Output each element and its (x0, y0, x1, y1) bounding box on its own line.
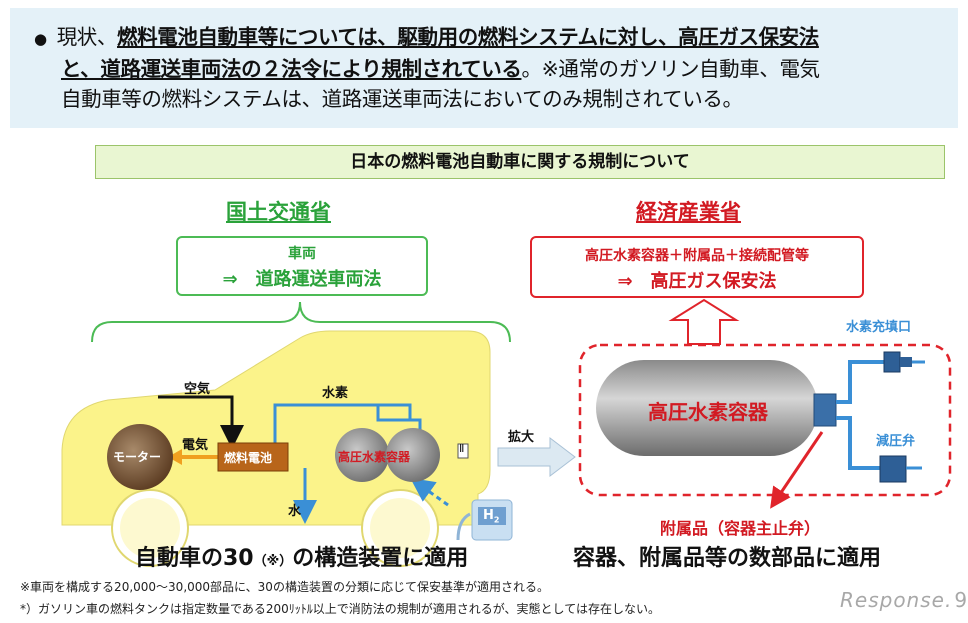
mlit-label: 国土交通省 (226, 200, 331, 224)
meti-label: 経済産業省 (636, 200, 741, 224)
pressure-valve-icon (879, 455, 907, 483)
water-label: 水 (288, 504, 302, 519)
road-vehicles-act-box: 車両 ⇒ 道路運送車両法 (176, 236, 428, 296)
hydrogen-tank-1 (335, 428, 389, 482)
hydrogen-label: 水素 (322, 386, 349, 401)
valve-label: 減圧弁 (876, 434, 916, 449)
motor-label: モーター (113, 450, 162, 464)
filling-port-label: 水素充填口 (846, 320, 912, 335)
hydrogen-pipe (273, 403, 422, 448)
refuel-arrow (410, 478, 449, 507)
response-logo: Response.9 (840, 588, 968, 612)
valve-pipe (836, 416, 880, 470)
high-pressure-gas-act-box: 高圧水素容器＋附属品＋接続配管等 ⇒ 高圧ガス保安法 (530, 236, 864, 298)
tank-label: 高圧水素容器 (338, 450, 411, 464)
right-caption: 容器、附属品等の数部品に適用 (573, 546, 882, 571)
accessory-label: 附属品（容器主止弁） (660, 519, 821, 538)
h2-label: H2 (483, 508, 500, 525)
vessel-valve (813, 393, 837, 427)
summary-line-2: と、道路運送車両法の２法令により規制されている。※通常のガソリン自動車、電気 (61, 57, 820, 81)
page-number: 9 (954, 588, 968, 612)
diagram-title: 日本の燃料電池自動車に関する規制について (95, 145, 945, 179)
bullet-icon: ● (34, 30, 47, 48)
fuel-cell-label: 燃料電池 (224, 451, 273, 465)
zoom-arrow (497, 436, 576, 478)
electricity-label: 電気 (182, 438, 209, 453)
air-arrow (158, 395, 244, 449)
footnote-1: ※車両を構成する20,000〜30,000部品に、30の構造装置の分類に応じて保… (20, 580, 549, 594)
accessory-arrow (770, 431, 824, 509)
fuel-cell (217, 442, 289, 472)
motor (107, 424, 173, 490)
summary-line-3: 自動車等の燃料システムは、道路運送車両法においてのみ規制されている。 (61, 87, 743, 111)
footnote-2: *）ガソリン車の燃料タンクは指定数量である200ﾘｯﾄﾙ以上で消防法の規制が適用… (20, 602, 660, 616)
air-label: 空気 (184, 382, 211, 397)
green-brace (91, 301, 511, 343)
left-caption: 自動車の30（※）の構造装置に適用 (135, 546, 469, 571)
up-arrow (668, 298, 740, 345)
filling-pipe (836, 360, 885, 404)
hydrogen-tank-2 (386, 428, 440, 482)
summary-line-1: ●現状、燃料電池自動車等については、駆動用の燃料システムに対し、高圧ガス保安法 (34, 25, 819, 49)
gauge-text: Ⅱ (459, 442, 465, 455)
summary-box: ●現状、燃料電池自動車等については、駆動用の燃料システムに対し、高圧ガス保安法 … (10, 8, 958, 128)
zoom-label: 拡大 (508, 430, 535, 445)
filling-port-icon (883, 351, 901, 373)
vessel-label: 高圧水素容器 (648, 400, 768, 424)
high-pressure-vessel (596, 360, 818, 456)
gauge-icon (457, 443, 469, 459)
